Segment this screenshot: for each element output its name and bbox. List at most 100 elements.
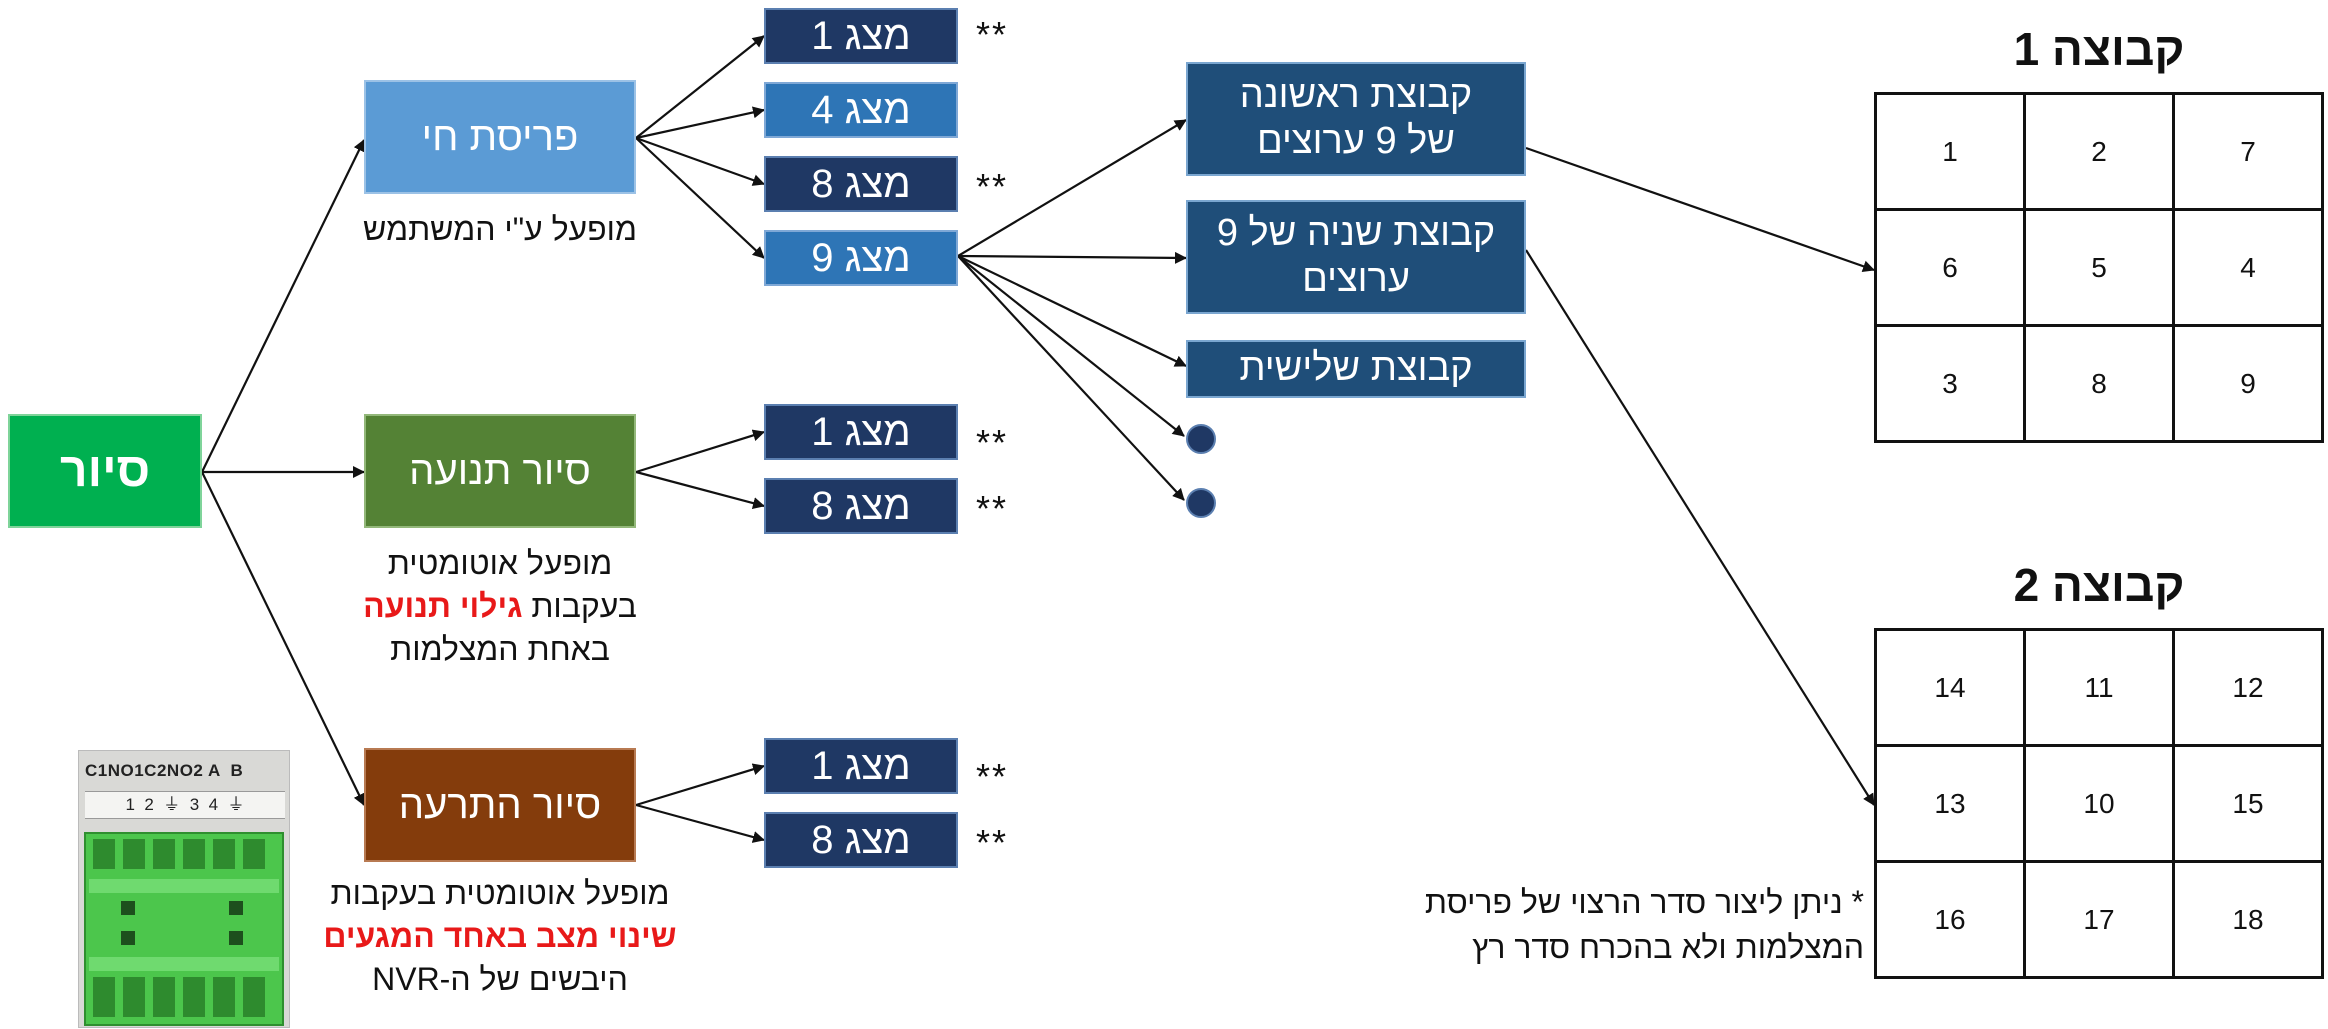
group2-cell: 11 [2023,628,2175,747]
live-mode-9-label: מצג 9 [811,236,911,280]
group1-cell: 1 [1874,92,2026,211]
layout-order-note-line2: המצלמות ולא בהכרח סדר רץ [1472,928,1864,965]
arrow-root-alarm [201,471,365,806]
group1-row: 1 2 7 [1874,92,2324,211]
live-mode-4: מצג 4 [764,82,958,138]
motion-caption-line2: בעקבות גילוי תנועה [330,585,670,628]
motion-caption-prefix: בעקבות [522,588,637,625]
motion-mode-1-label: מצג 1 [811,410,911,454]
alarm-tour-caption: מופעל אוטומטית בעקבות שינוי מצב באחד המג… [290,872,710,1002]
group1-cell: 3 [1874,324,2026,443]
first-group-line1: קבוצת ראשונה [1239,74,1473,117]
motion-mode-8-stars: ** [976,488,1009,529]
live-mode-8: מצג 8 [764,156,958,212]
live-mode-8-label: מצג 8 [811,162,911,206]
group1-row: 6 5 4 [1874,208,2324,327]
group1-grid: 1 2 7 6 5 4 3 8 9 [1874,92,2324,443]
arrow-alarm-m8 [635,803,765,843]
layout-order-note-line1: * ניתן ליצור סדר הרצוי של פריסת [1424,884,1864,920]
arrow-m9-group1 [957,119,1187,257]
arrow-live-m1 [635,35,765,139]
layout-order-note: * ניתן ליצור סדר הרצוי של פריסת המצלמות … [1330,880,1864,970]
live-mode-8-stars: ** [976,166,1009,207]
alarm-caption-line1: מופעל אוטומטית בעקבות [330,875,670,911]
arrow-live-m4 [635,106,765,140]
alarm-mode-8: מצג 8 [764,812,958,868]
motion-tour-label: סיור תנועה [409,449,591,493]
first-group-box: קבוצת ראשונה של 9 ערוצים [1186,62,1526,176]
more-groups-dot-2 [1186,488,1216,518]
arrow-live-m9 [635,137,765,259]
live-view-label: פריסת חי [421,115,579,159]
group2-cell: 15 [2172,744,2324,863]
group1-cell: 2 [2023,92,2175,211]
alarm-caption-line3: היבשים של ה-NVR [372,961,628,998]
arrow-motion-m1 [635,429,765,474]
group2-cell: 14 [1874,628,2026,747]
motion-mode-1: מצג 1 [764,404,958,460]
arrow-m9-group2 [957,251,1187,264]
second-group-line2: ערוצים [1302,258,1410,300]
more-groups-dot-1 [1186,424,1216,454]
live-mode-9: מצג 9 [764,230,958,286]
motion-mode-8: מצג 8 [764,478,958,534]
group1-title: קבוצה 1 [2013,23,2185,75]
connector-header-label: C1NO1C2NO2 A B [85,761,244,780]
group2-cell: 17 [2023,860,2175,979]
group1-cell: 4 [2172,208,2324,327]
alarm-mode-8-label: מצג 8 [811,818,911,862]
live-mode-4-label: מצג 4 [811,88,911,132]
alarm-mode-1-label: מצג 1 [811,744,911,788]
group1-cell: 7 [2172,92,2324,211]
live-view-caption: מופעל ע"י המשתמש [363,211,637,247]
group2-cell: 18 [2172,860,2324,979]
connector-pin-label: 1 2 ⏚ 3 4 ⏚ [85,791,285,819]
group2-title: קבוצה 2 [2013,559,2185,611]
arrow-root-live [201,139,365,473]
terminal-connector-image: C1NO1C2NO2 A B 1 2 ⏚ 3 4 ⏚ [78,750,290,1028]
alarm-mode-1: מצג 1 [764,738,958,794]
group2-cell: 10 [2023,744,2175,863]
arrow-motion-m8 [635,470,765,509]
alarm-mode-8-stars: ** [976,822,1009,863]
live-mode-1: מצג 1 [764,8,958,64]
third-group-label: קבוצת שלישית [1239,347,1473,390]
alarm-mode-1-stars: ** [976,756,1009,797]
alarm-tour-box: סיור התרעה [364,748,636,862]
group1-cell: 6 [1874,208,2026,327]
group1-cell: 8 [2023,324,2175,443]
arrow-m9-dot1 [957,255,1185,437]
motion-caption-line1: מופעל אוטומטית [387,545,613,581]
motion-tour-box: סיור תנועה [364,414,636,528]
second-group-box: קבוצת שניה של 9 ערוצים [1186,200,1526,314]
group1-cell: 9 [2172,324,2324,443]
arrow-group2-grid2 [1525,249,1875,806]
motion-caption-line3: באחת המצלמות [390,631,610,668]
group2-row: 16 17 18 [1874,860,2324,979]
motion-mode-8-label: מצג 8 [811,484,911,528]
green-terminal-block-icon [84,832,284,1026]
live-mode-1-label: מצג 1 [811,14,911,58]
second-group-line1: קבוצת שניה של 9 [1216,212,1496,255]
live-mode-1-stars: ** [976,14,1009,55]
group2-row: 13 10 15 [1874,744,2324,863]
arrow-group1-grid1 [1525,146,1875,273]
group1-cell: 5 [2023,208,2175,327]
group2-cell: 13 [1874,744,2026,863]
motion-mode-1-stars: ** [976,422,1009,463]
first-group-line2: של 9 ערוצים [1257,120,1456,162]
third-group-box: קבוצת שלישית [1186,340,1526,398]
motion-detection-highlight: גילוי תנועה [363,588,523,625]
group2-cell: 12 [2172,628,2324,747]
group1-row: 3 8 9 [1874,324,2324,443]
alarm-caption-highlight: שינוי מצב באחד המגעים [323,918,677,955]
alarm-tour-label: סיור התרעה [398,783,602,827]
group2-cell: 16 [1874,860,2026,979]
group2-grid: 14 11 12 13 10 15 16 17 18 [1874,628,2324,979]
motion-tour-caption: מופעל אוטומטית בעקבות גילוי תנועה באחת ה… [330,542,670,672]
arrow-m9-group3 [957,255,1187,367]
live-view-box: פריסת חי [364,80,636,194]
arrow-live-m8 [635,136,765,186]
group2-row: 14 11 12 [1874,628,2324,747]
